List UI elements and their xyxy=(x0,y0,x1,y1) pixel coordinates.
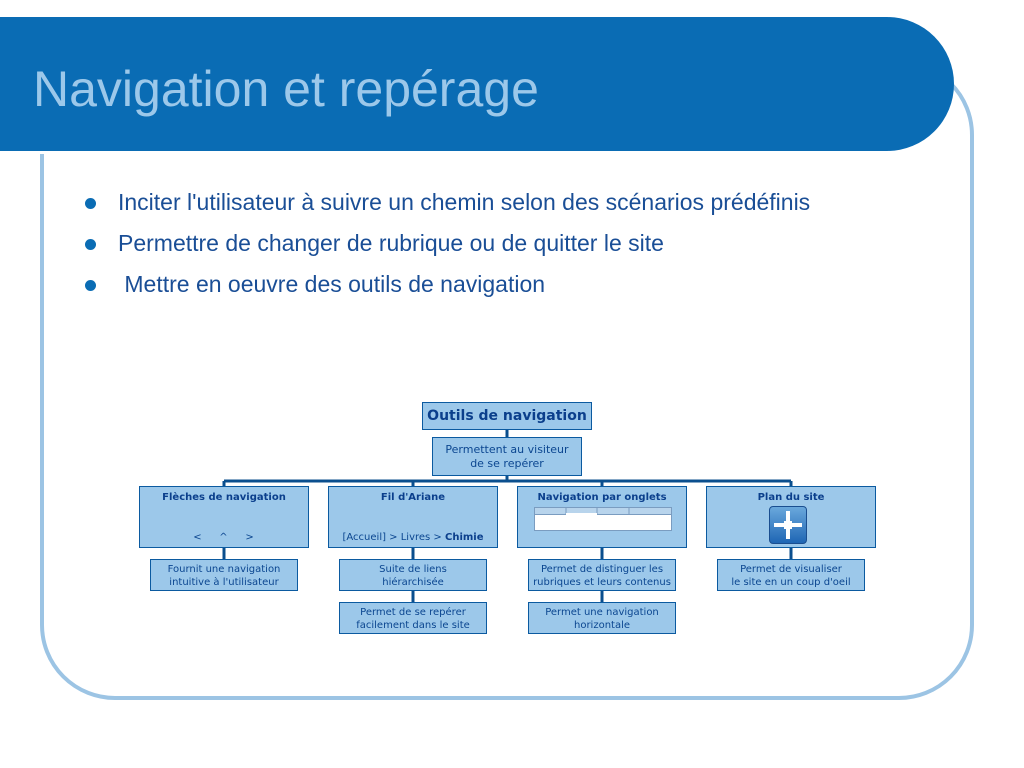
leaf-line: Fournit une navigation xyxy=(167,564,281,575)
bullet-dot-icon xyxy=(85,198,96,209)
leaf-line: rubriques et leurs contenus xyxy=(533,577,671,588)
subtitle-line: de se repérer xyxy=(470,457,544,470)
breadcrumb-current: Chimie xyxy=(445,532,484,543)
bullet-list: Inciter l'utilisateur à suivre un chemin… xyxy=(80,186,900,309)
title-bar: Navigation et repérage xyxy=(0,17,954,154)
leaf-line: intuitive à l'utilisateur xyxy=(169,577,279,588)
sitemap-icon xyxy=(769,506,807,544)
bullet-item: Inciter l'utilisateur à suivre un chemin… xyxy=(80,186,900,219)
category-node-fil-ariane: Fil d'Ariane [Accueil] > Livres > Chimie xyxy=(328,486,498,548)
subtitle-line: Permettent au visiteur xyxy=(445,443,569,456)
category-node-fleches: Flèches de navigation < ^ > xyxy=(139,486,309,548)
tab-dividers xyxy=(565,507,630,515)
leaf-line: Permet de distinguer les xyxy=(540,564,664,575)
category-node-onglets: Navigation par onglets xyxy=(517,486,687,548)
diagram-root-node: Outils de navigation xyxy=(422,402,592,430)
leaf-line: Suite de liens xyxy=(379,564,447,575)
leaf-line: Permet de se repérer xyxy=(360,607,466,618)
breadcrumb-path: [Accueil] > Livres > xyxy=(342,532,445,543)
bullet-dot-icon xyxy=(85,239,96,250)
diagram-subtitle-node: Permettent au visiteur de se repérer xyxy=(432,437,582,476)
leaf-node: Suite de liens hiérarchisée xyxy=(339,559,487,591)
leaf-line: Permet de visualiser xyxy=(740,564,842,575)
leaf-line: Permet une navigation xyxy=(545,607,659,618)
category-node-plan-site: Plan du site xyxy=(706,486,876,548)
leaf-node: Permet de visualiser le site en un coup … xyxy=(717,559,865,591)
bullet-item: Permettre de changer de rubrique ou de q… xyxy=(80,227,900,260)
bullet-text: Mettre en oeuvre des outils de navigatio… xyxy=(118,271,546,297)
bullet-text: Permettre de changer de rubrique ou de q… xyxy=(118,230,664,256)
leaf-line: facilement dans le site xyxy=(356,620,470,631)
title-underline xyxy=(0,151,908,154)
leaf-node: Fournit une navigation intuitive à l'uti… xyxy=(150,559,298,591)
bullet-item: Mettre en oeuvre des outils de navigatio… xyxy=(80,268,900,301)
category-title: Fil d'Ariane xyxy=(380,492,446,503)
leaf-line: hiérarchisée xyxy=(382,577,444,588)
slide-frame xyxy=(40,60,974,700)
leaf-line: le site en un coup d'oeil xyxy=(731,577,851,588)
tabs-mockup xyxy=(534,507,672,531)
arrows-sample: < ^ > xyxy=(193,532,255,543)
category-title: Navigation par onglets xyxy=(537,492,667,503)
bullet-text: Inciter l'utilisateur à suivre un chemin… xyxy=(118,189,811,215)
category-title: Plan du site xyxy=(757,492,825,503)
leaf-node: Permet de distinguer les rubriques et le… xyxy=(528,559,676,591)
tab-panel xyxy=(534,514,672,531)
bullet-dot-icon xyxy=(85,280,96,291)
slide-title: Navigation et repérage xyxy=(33,61,539,117)
breadcrumb-sample: [Accueil] > Livres > Chimie xyxy=(329,532,497,543)
leaf-node: Permet de se repérer facilement dans le … xyxy=(339,602,487,634)
leaf-line: horizontale xyxy=(573,620,631,631)
leaf-node: Permet une navigation horizontale xyxy=(528,602,676,634)
category-title: Flèches de navigation xyxy=(162,492,286,503)
